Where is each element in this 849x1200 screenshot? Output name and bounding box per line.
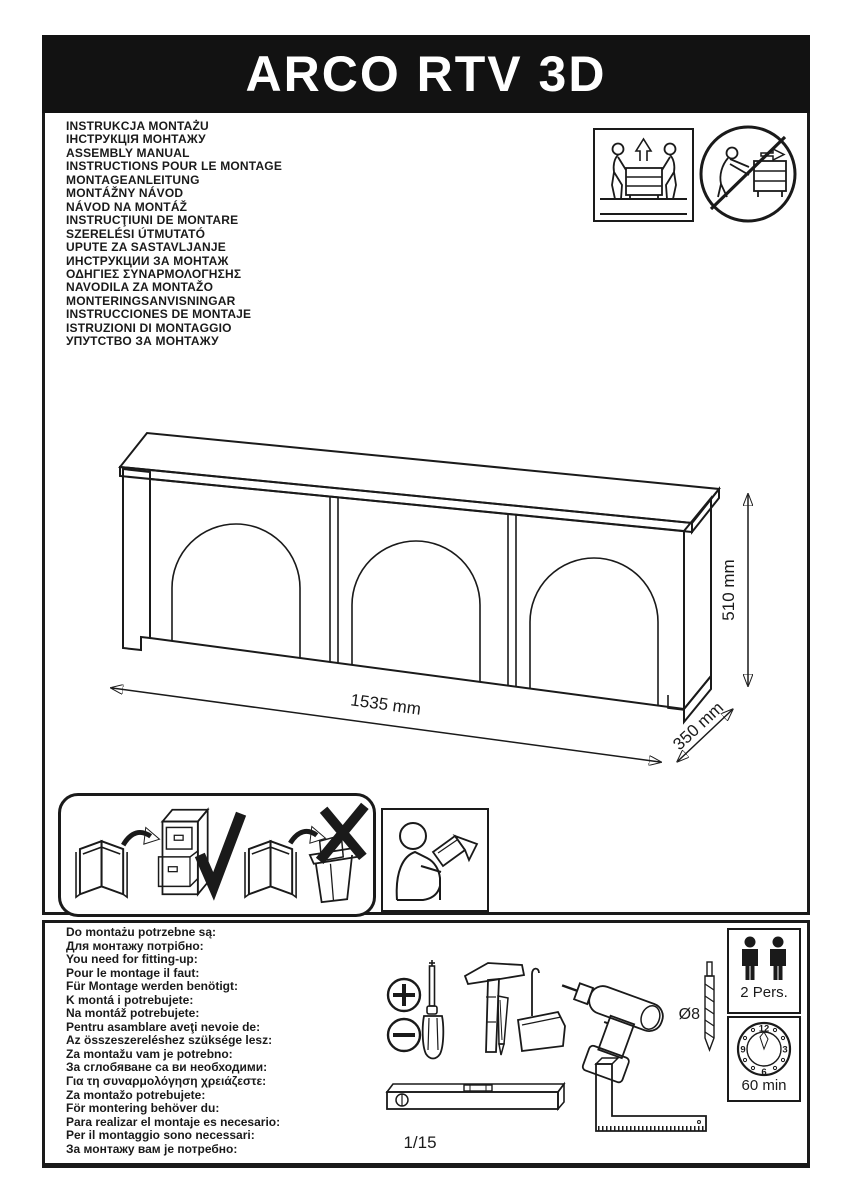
tools-needed-line: Na montáž potrebujete:: [66, 1006, 200, 1021]
hammer-icon: [463, 962, 526, 1053]
height-dimension-label: 510 mm: [719, 559, 738, 620]
persons-label: 2 Pers.: [740, 984, 788, 1001]
screwdriver-icon: [421, 960, 445, 1060]
drill-bit-icon: [704, 961, 715, 1052]
depth-dimension-arrow: [678, 710, 732, 761]
manual-title-line: MONTERINGSANVISNINGAR: [66, 293, 236, 308]
spirit-level-icon: [385, 1081, 566, 1112]
manual-title-line: MONTÁŽNY NÁVOD: [66, 186, 184, 201]
two-persons-icon: [742, 936, 786, 980]
clock-9: 9: [740, 1045, 745, 1056]
clock-12: 12: [759, 1024, 770, 1035]
tools-needed-line: Az összeszereléshez szüksége lesz:: [66, 1033, 273, 1048]
carpenter-square-icon: [594, 1057, 707, 1132]
tools-needed-line: За сглобяване са ви необходими:: [66, 1060, 268, 1075]
tools-needed-line: Do montażu potrzebne są:: [66, 925, 217, 939]
phillips-screwdriver-icon: [386, 977, 422, 1013]
flat-screwdriver-icon: [386, 1017, 422, 1053]
manual-title-line: NÁVOD NA MONTÁŽ: [66, 199, 188, 214]
manual-title-line: ΟΔΗΓΙΕΣ ΣΥΝΑΡΜΟΛΟΓΗΣΗΣ: [66, 266, 242, 281]
tools-needed-line: Για τη συναρμολόγηση χρειάζεστε:: [66, 1074, 267, 1089]
tools-needed-line: Za montažu vam je potrebno:: [66, 1046, 233, 1061]
manual-title-line: ASSEMBLY MANUAL: [66, 145, 190, 160]
clock-3: 3: [782, 1045, 787, 1056]
page-title: ARCO RTV 3D: [245, 46, 607, 102]
tools-needed-line: За монтажу вам је потребно:: [66, 1141, 238, 1156]
width-dimension-arrow: [112, 688, 660, 762]
pencil-icon: [497, 995, 509, 1056]
tools-needed-line: Per il montaggio sono necessari:: [66, 1128, 255, 1143]
manual-title-line: УПУТСТВО ЗА МОНТАЖУ: [66, 334, 219, 349]
bradawl-icon: [516, 967, 566, 1053]
title-bar: ARCO RTV 3D: [42, 35, 810, 113]
manual-title-line: MONTAGEANLEITUNG: [66, 172, 200, 187]
clock-6: 6: [761, 1067, 766, 1078]
manual-title-line: INSTRUCŢIUNI DE MONTARE: [66, 213, 239, 228]
time-label: 60 min: [741, 1077, 787, 1094]
manual-title-list: INSTRUKCJA MONTAŻU ІНСТРУКЦІЯ МОНТАЖУ AS…: [66, 119, 283, 349]
tools-needed-line: Für Montage werden benötigt:: [66, 979, 238, 994]
tools-needed-line: Для монтажу потрібно:: [66, 938, 204, 953]
manual-title-line: INSTRUCTIONS POUR LE MONTAGE: [66, 159, 283, 174]
tools-drawing: Ø8: [385, 960, 715, 1132]
manual-title-line: UPUTE ZA SASTAVLJANJE: [66, 240, 226, 255]
drill-bit-label: Ø8: [679, 1006, 700, 1023]
clock-icon: 12 3 6 9: [736, 1021, 792, 1078]
tools-needed-line: Para realizar el montaje es necesario:: [66, 1114, 281, 1129]
manual-title-line: SZERELÉSI ÚTMUTATÓ: [66, 226, 206, 241]
tools-needed-list: Do montażu potrzebne są: Для монтажу пот…: [66, 925, 281, 1156]
tools-needed-line: Pentru asamblare aveţi nevoie de:: [66, 1019, 261, 1034]
manual-title-line: ІНСТРУКЦІЯ МОНТАЖУ: [66, 132, 206, 147]
manual-title-line: ISTRUZIONI DI MONTAGGIO: [66, 320, 232, 335]
tools-needed-line: K montá i potrebujete:: [66, 992, 194, 1007]
furniture-drawing: 1535 mm 510 mm 350 mm: [80, 431, 780, 778]
tools-needed-line: För montering behöver du:: [66, 1101, 220, 1116]
manual-title-line: INSTRUCCIONES DE MONTAJE: [66, 307, 252, 322]
width-dimension-label: 1535 mm: [349, 690, 422, 718]
time-badge: 12 3 6 9 60 min: [727, 1016, 801, 1102]
two-persons-badge: 2 Pers.: [727, 928, 801, 1014]
cordless-drill-icon: [561, 982, 664, 1084]
tools-needed-line: Pour le montage il faut:: [66, 965, 200, 980]
tools-needed-line: Za montažo potrebujete:: [66, 1087, 206, 1102]
two-person-lift-icon: [593, 128, 694, 222]
manual-title-line: INSTRUKCJA MONTAŻU: [66, 119, 209, 133]
read-manual-icon: [381, 808, 489, 912]
manual-title-line: ИНСТРУКЦИИ ЗА МОНТАЖ: [66, 253, 229, 268]
depth-dimension-label: 350 mm: [669, 698, 727, 754]
manual-keep-discard-strip: [58, 793, 376, 917]
manual-title-line: NAVODILA ZA MONTAŽO: [66, 280, 214, 295]
no-single-person-push-icon: [697, 123, 799, 225]
tools-needed-line: You need for fitting-up:: [66, 952, 198, 967]
page-number: 1/15: [403, 1133, 437, 1152]
